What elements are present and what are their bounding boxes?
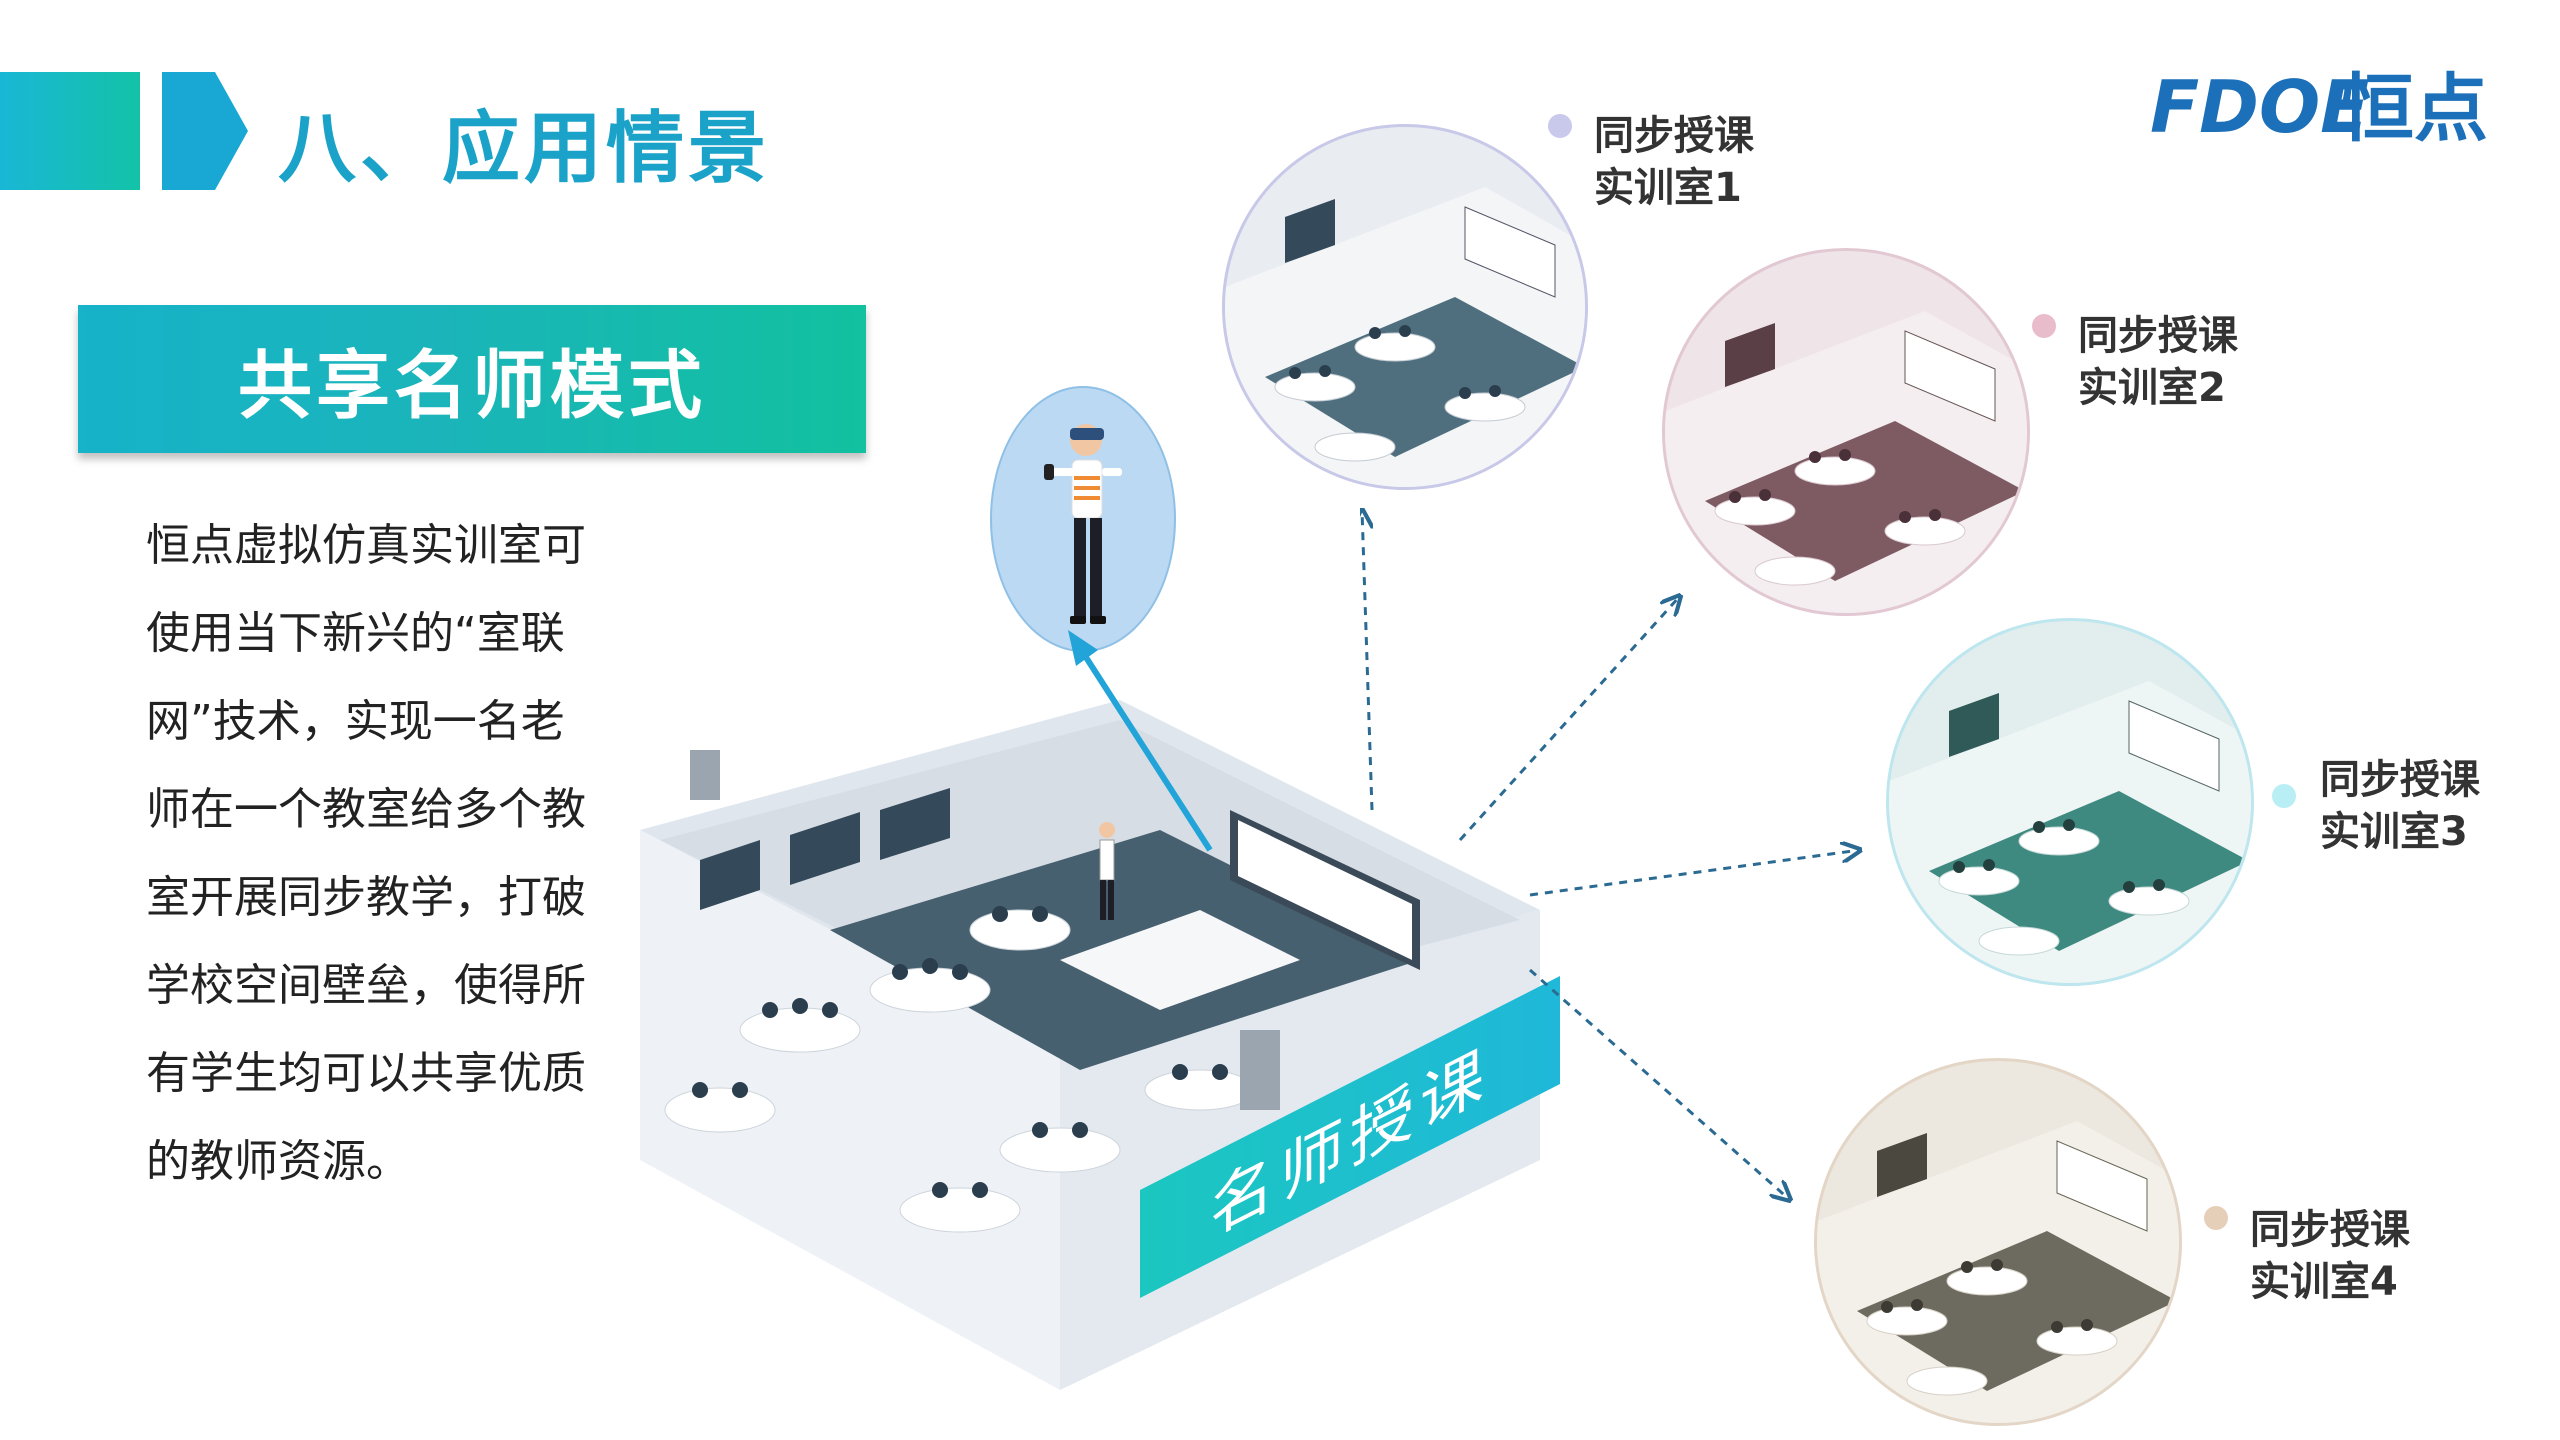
- room-3-dot: [2272, 784, 2296, 808]
- description-line: 室开展同步教学，打破: [146, 872, 586, 923]
- description-text: 恒点虚拟仿真实训室可 使用当下新兴的“室联 网”技术，实现一名老 师在一个教室给…: [146, 502, 656, 1206]
- room-1-dot: [1548, 114, 1572, 138]
- vr-teacher-oval: [990, 386, 1176, 652]
- main-classroom-illustration: [640, 700, 1540, 1390]
- room-4-dot: [2204, 1206, 2228, 1230]
- sync-room-2-view: [1662, 248, 2030, 616]
- room-1-label: 同步授课 实训室1: [1594, 110, 1754, 214]
- mode-banner: 共享名师模式: [78, 305, 866, 453]
- vr-teacher-figure: [1044, 424, 1122, 624]
- sync-room-4-view: [1814, 1058, 2182, 1426]
- header-chevron-decoration: [0, 72, 248, 190]
- description-line: 恒点虚拟仿真实训室可: [146, 520, 586, 571]
- room-2-dot: [2032, 314, 2056, 338]
- sync-arrows: [1360, 500, 1880, 1240]
- room-4-line1: 同步授课: [2250, 1207, 2410, 1253]
- room-1-line2: 实训室1: [1594, 165, 1742, 211]
- room-2-line2: 实训室2: [2078, 365, 2226, 411]
- description-line: 使用当下新兴的“室联: [146, 608, 565, 659]
- description-line: 学校空间壁垒，使得所: [146, 960, 586, 1011]
- room-4-label: 同步授课 实训室4: [2250, 1204, 2410, 1308]
- room-3-label: 同步授课 实训室3: [2320, 754, 2480, 858]
- description-line: 有学生均可以共享优质: [146, 1048, 586, 1099]
- room-3-line2: 实训室3: [2320, 809, 2468, 855]
- svg-text:恒点: 恒点: [2340, 66, 2488, 152]
- room-4-line2: 实训室4: [2250, 1259, 2398, 1305]
- room-2-line1: 同步授课: [2078, 313, 2238, 359]
- sync-room-3-view: [1886, 618, 2254, 986]
- section-title: 八、应用情景: [278, 104, 771, 194]
- description-line: 的教师资源。: [146, 1136, 410, 1187]
- teacher-link-arrow: [1068, 630, 1213, 852]
- room-1-line1: 同步授课: [1594, 113, 1754, 159]
- room-3-line1: 同步授课: [2320, 757, 2480, 803]
- mode-title: 共享名师模式: [238, 342, 706, 429]
- sync-room-1-view: [1222, 124, 1588, 490]
- svg-text:FDOE: FDOE: [2150, 65, 2369, 149]
- description-line: 师在一个教室给多个教: [146, 784, 586, 835]
- description-line: 网”技术，实现一名老: [146, 696, 565, 747]
- room-2-label: 同步授课 实训室2: [2078, 310, 2238, 414]
- company-logo: FDOE 恒点: [2150, 62, 2510, 152]
